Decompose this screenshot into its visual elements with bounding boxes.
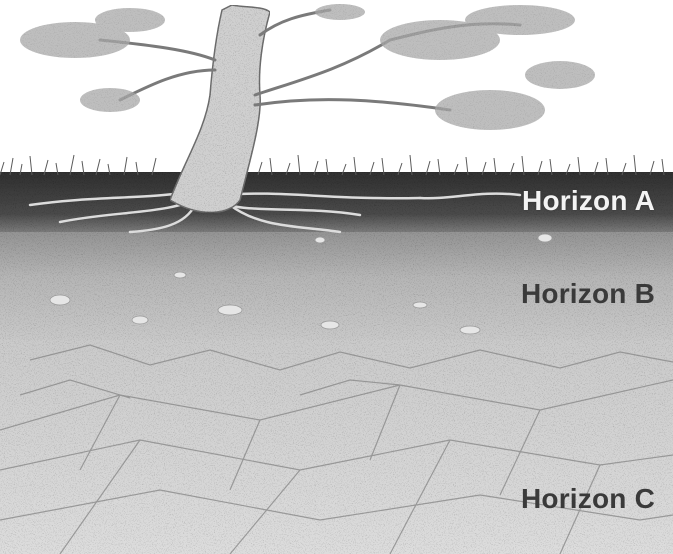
horizon-c-layer bbox=[0, 330, 673, 554]
horizon-b-label: Horizon B bbox=[521, 278, 655, 310]
horizon-a-label: Horizon A bbox=[522, 185, 655, 217]
horizon-c-label: Horizon C bbox=[521, 483, 655, 515]
